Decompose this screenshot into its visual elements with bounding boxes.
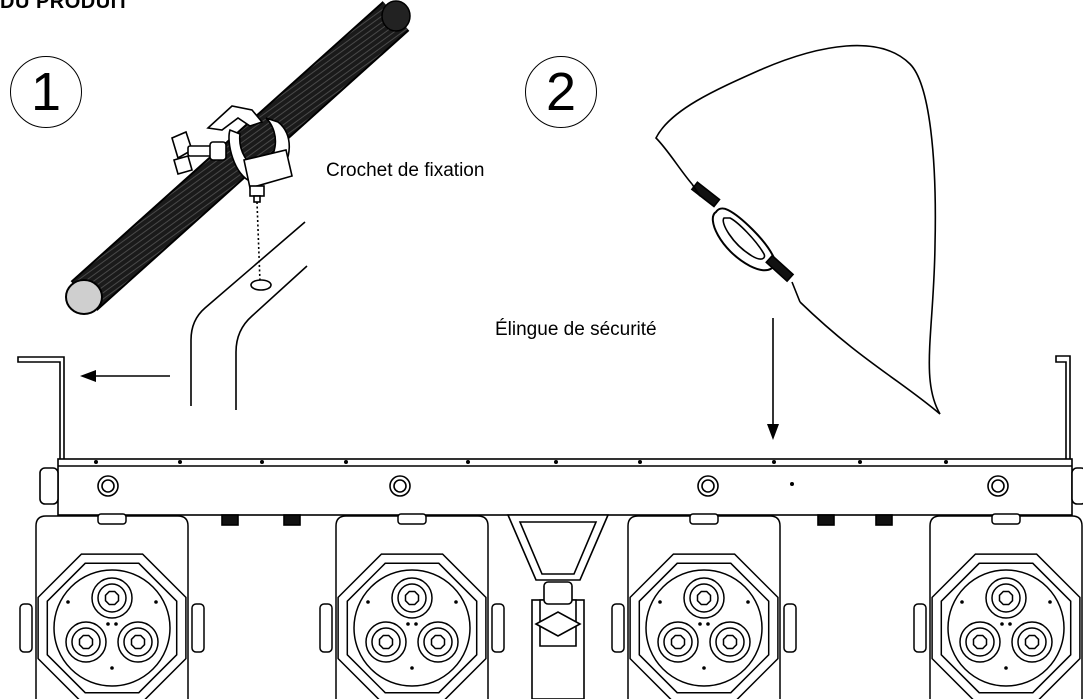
led-fixture: [19, 513, 205, 699]
led-fixture: [611, 513, 797, 699]
direction-arrow: [80, 370, 170, 382]
header-text: DU PRODUIT: [0, 0, 130, 13]
safety-cable-label: Élingue de sécurité: [495, 319, 657, 340]
safety-cable-arrow: [767, 318, 779, 440]
fixture-group: [19, 513, 1083, 699]
mount-hole: [250, 279, 272, 291]
step-2-badge: 2: [525, 56, 597, 128]
step-1-badge: 1: [10, 56, 82, 128]
led-fixture: [913, 513, 1083, 699]
clamp-label: Crochet de fixation: [326, 160, 485, 181]
mounting-bracket-outline: [190, 221, 308, 410]
light-bar: [17, 355, 1083, 699]
bolt-drop-line: [256, 201, 261, 283]
safety-cable: [655, 44, 941, 415]
led-fixture: [319, 513, 505, 699]
mounting-clamp: [171, 105, 293, 203]
